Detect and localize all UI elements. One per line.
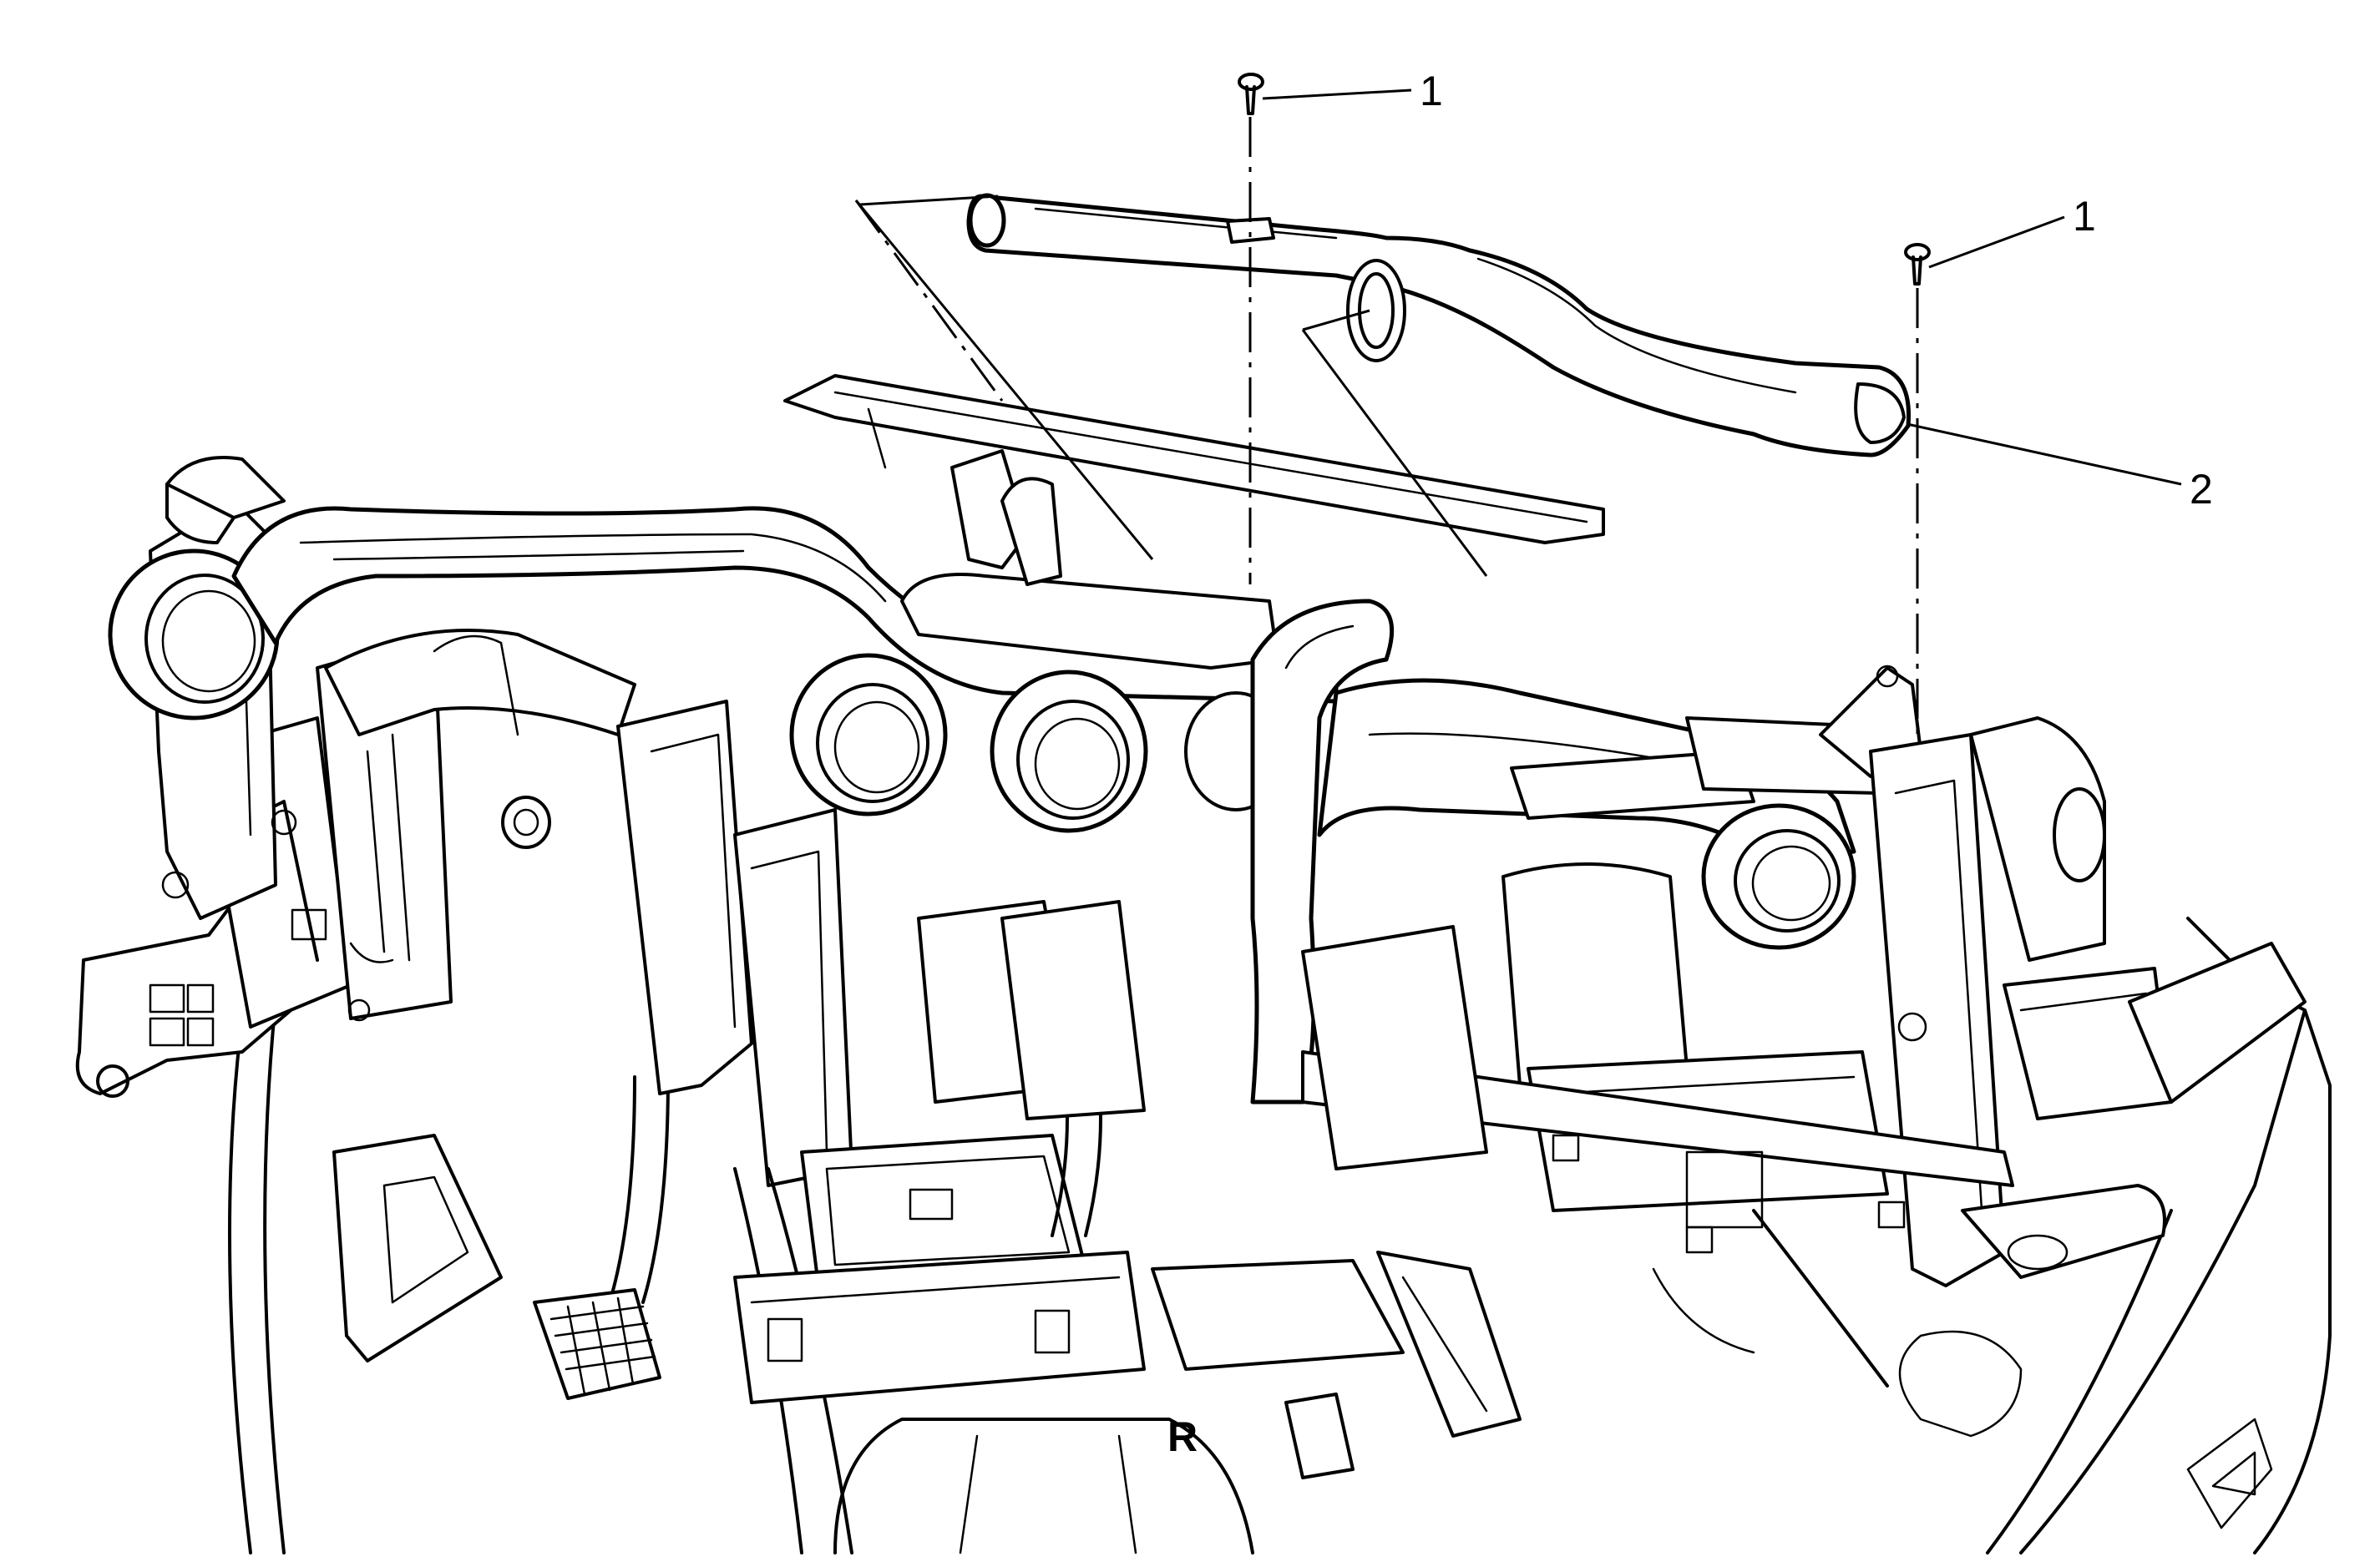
screw-top bbox=[1238, 73, 1264, 115]
floor-mark-text: R bbox=[1167, 1413, 1198, 1460]
screw-right bbox=[1904, 243, 1931, 286]
fasteners bbox=[1238, 73, 1931, 286]
callout-duct: 2 bbox=[1907, 422, 2213, 513]
callout-label: 1 bbox=[1420, 68, 1443, 114]
center-vents bbox=[789, 653, 1288, 833]
left-vent bbox=[108, 548, 280, 720]
callout-label: 1 bbox=[2073, 193, 2096, 240]
pedal-assembly bbox=[332, 1075, 670, 1400]
right-structure bbox=[917, 665, 2307, 1388]
upper-panel bbox=[783, 374, 1605, 670]
callout-fastener-right: 1 bbox=[1928, 193, 2096, 269]
floor-structure: R bbox=[228, 825, 2332, 1554]
installation-lines bbox=[854, 117, 1919, 735]
callout-fastener-top: 1 bbox=[1262, 68, 1443, 114]
callout-label: 2 bbox=[2190, 466, 2213, 513]
exploded-duct bbox=[966, 193, 1912, 457]
